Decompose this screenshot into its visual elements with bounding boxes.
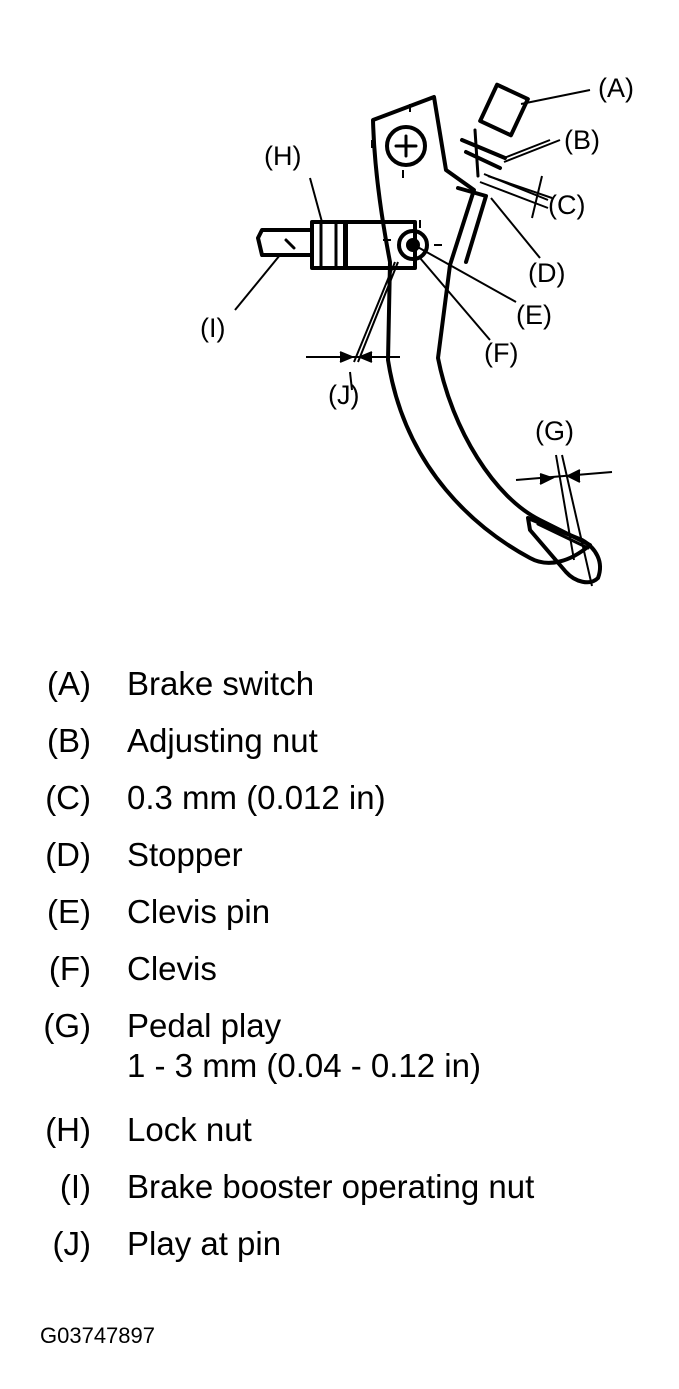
callout-c: (C) [548, 190, 586, 220]
legend-text: Brake switch [127, 665, 315, 702]
legend-text-line2: 1 - 3 mm (0.04 - 0.12 in) [127, 1046, 481, 1084]
legend-text: Lock nut [127, 1111, 252, 1148]
callout-f: (F) [484, 338, 519, 368]
legend-code: (J) [52, 1225, 91, 1262]
callout-e: (E) [516, 300, 552, 330]
pedal-pad [526, 516, 602, 585]
legend-text: 0.3 mm (0.012 in) [127, 779, 386, 816]
legend-code: (E) [47, 893, 91, 930]
legend-row: (H) Lock nut [0, 1110, 679, 1167]
legend-text: Brake booster operating nut [127, 1168, 535, 1205]
callout-i: (I) [200, 313, 226, 343]
lock-nut [310, 220, 348, 270]
callout-g: (G) [535, 416, 574, 446]
legend-code: (F) [48, 950, 91, 987]
clevis-body [343, 220, 417, 270]
legend-row: (B) Adjusting nut [0, 721, 679, 778]
callout-a: (A) [598, 73, 634, 103]
legend-row: (E) Clevis pin [0, 892, 679, 949]
callout-b: (B) [564, 125, 600, 155]
pivot-bolt [385, 125, 427, 167]
legend-row: (F) Clevis [0, 949, 679, 1006]
legend-row: (G) Pedal play 1 - 3 mm (0.04 - 0.12 in) [0, 1006, 679, 1110]
legend-text: Play at pin [127, 1225, 282, 1262]
legend-text: Stopper [127, 836, 243, 873]
legend: (A) Brake switch (B) Adjusting nut (C) 0… [0, 664, 679, 1281]
legend-row: (A) Brake switch [0, 664, 679, 721]
legend-code: (B) [47, 722, 91, 759]
legend-code: (H) [45, 1111, 91, 1148]
legend-text: Pedal play 1 - 3 mm (0.04 - 0.12 in) [127, 1006, 481, 1085]
legend-code: (A) [47, 665, 91, 702]
legend-row: (I) Brake booster operating nut [0, 1167, 679, 1224]
booster-rod [256, 228, 314, 257]
legend-text-line1: Pedal play [127, 1007, 282, 1044]
figure-id: G03747897 [40, 1323, 155, 1348]
clevis-pin [397, 229, 429, 261]
legend-text: Adjusting nut [127, 722, 318, 759]
brake-switch [478, 82, 530, 138]
legend-text: Clevis [127, 950, 217, 987]
callout-d: (D) [528, 258, 566, 288]
legend-row: (D) Stopper [0, 835, 679, 892]
legend-text: Clevis pin [127, 893, 271, 930]
adjusting-nut [460, 138, 507, 170]
legend-code: (C) [45, 779, 91, 816]
stopper [456, 186, 488, 264]
legend-code: (G) [43, 1007, 91, 1044]
callout-h: (H) [264, 141, 302, 171]
legend-row: (C) 0.3 mm (0.012 in) [0, 778, 679, 835]
legend-row: (J) Play at pin [0, 1224, 679, 1281]
legend-code: (D) [45, 836, 91, 873]
callout-j: (J) [328, 380, 360, 410]
legend-code: (I) [59, 1168, 91, 1205]
brake-pedal-diagram [234, 82, 613, 587]
